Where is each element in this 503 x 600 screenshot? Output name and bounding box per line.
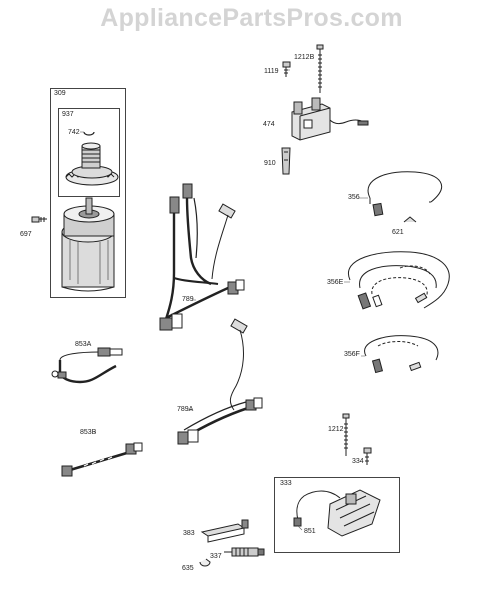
- label-789: 789: [182, 296, 194, 303]
- armature-333: [327, 489, 381, 537]
- clip-635: [199, 558, 211, 567]
- label-937: 937: [62, 111, 74, 118]
- wire-harness-356E: [347, 251, 450, 310]
- label-356E: 356E: [327, 279, 344, 286]
- wire-harness-789: [159, 183, 245, 331]
- label-853A: 853A: [75, 341, 92, 348]
- wire-356F: [364, 335, 439, 374]
- group-box-333: [274, 477, 400, 553]
- label-333: 333: [280, 480, 292, 487]
- label-1212: 1212: [328, 426, 344, 433]
- label-1119: 1119: [264, 68, 279, 75]
- screw-697: [31, 216, 47, 223]
- label-635: 635: [182, 565, 194, 572]
- bolt-334: [363, 447, 372, 465]
- label-789A: 789A: [177, 406, 194, 413]
- bolt-1119: [282, 61, 291, 77]
- wire-harness-789A: [177, 318, 263, 445]
- wire-356: [367, 171, 443, 217]
- label-383: 383: [183, 530, 195, 537]
- label-742: 742: [68, 129, 80, 136]
- part-383: [200, 519, 249, 543]
- ignition-module-474: [291, 97, 369, 141]
- watermark: AppliancePartsPros.com: [100, 4, 403, 32]
- label-309: 309: [54, 90, 66, 97]
- group-box-309: [50, 88, 126, 298]
- starter-motor-part: [61, 131, 119, 292]
- leader-lines: [80, 69, 368, 531]
- label-697: 697: [20, 231, 32, 238]
- stud-1212: [342, 413, 350, 456]
- label-337: 337: [210, 553, 222, 560]
- label-334: 334: [352, 458, 364, 465]
- group-box-937: [58, 108, 120, 197]
- label-851: 851: [304, 528, 316, 535]
- label-1212B: 1212B: [294, 54, 315, 61]
- label-474: 474: [263, 121, 275, 128]
- wire-853B: [61, 442, 143, 477]
- label-853B: 853B: [80, 429, 97, 436]
- stud-1212B: [316, 44, 324, 93]
- spark-plug-337: [224, 547, 265, 557]
- label-356F: 356F: [344, 351, 360, 358]
- label-356: 356: [348, 194, 360, 201]
- wire-853A: [51, 347, 123, 384]
- clip-621: [403, 216, 417, 223]
- label-621: 621: [392, 229, 404, 236]
- wire-851: [293, 490, 341, 527]
- label-910: 910: [264, 160, 276, 167]
- spark-plug-boot-910: [281, 147, 291, 175]
